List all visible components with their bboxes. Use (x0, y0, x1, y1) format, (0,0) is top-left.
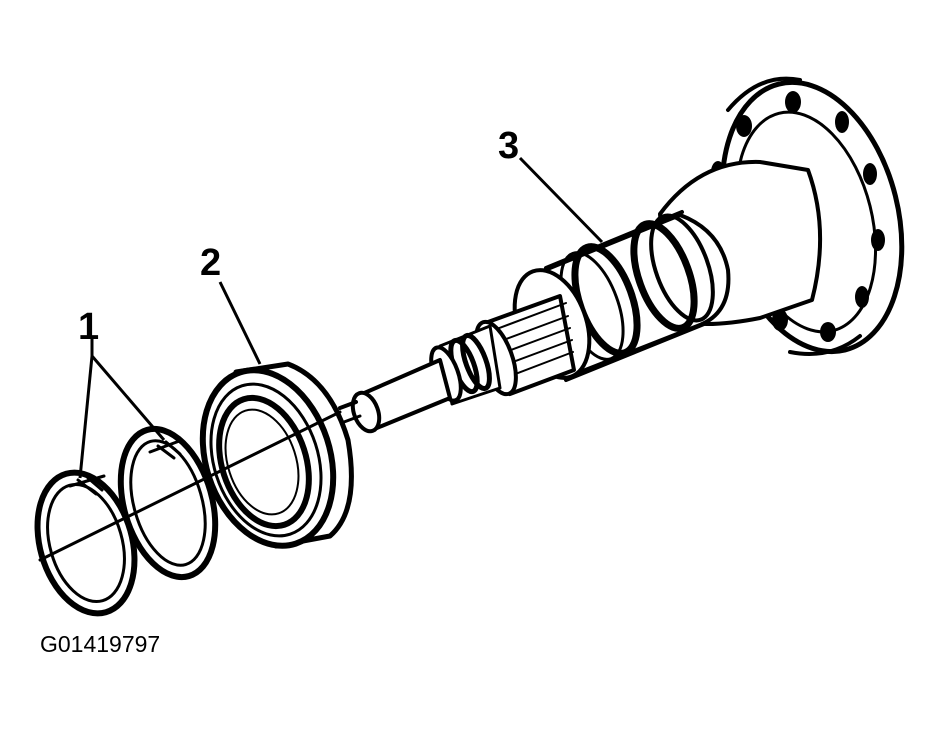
callout-1-label: 1 (78, 306, 99, 348)
callout-2-label: 2 (200, 242, 221, 284)
shaft-assembly (338, 76, 905, 434)
bearing-seal (199, 361, 354, 549)
assembly-axis-line (38, 410, 342, 562)
flange-bolt-holes (711, 91, 885, 342)
figure-id-label: G01419797 (40, 631, 160, 657)
callout-leaders (78, 156, 604, 479)
callout-3-label: 3 (498, 125, 519, 167)
